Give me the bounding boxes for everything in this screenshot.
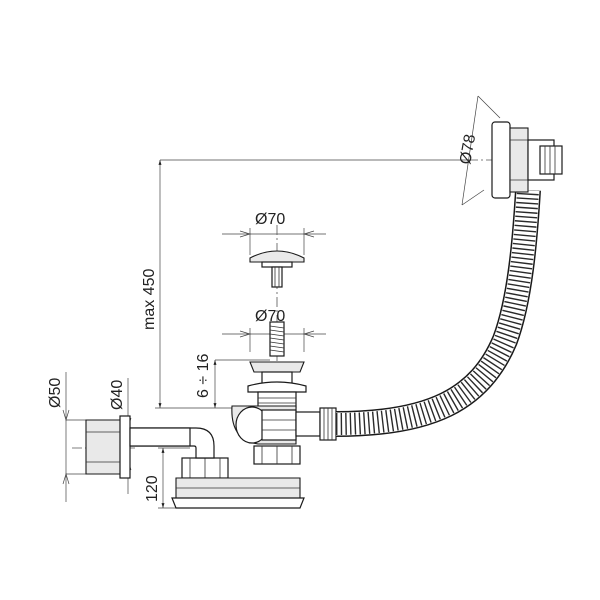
- strainer-arrow-left: [239, 330, 252, 338]
- plug-diameter-label: Ø70: [255, 211, 285, 228]
- overflow-ext-bottom: [461, 189, 485, 206]
- outlet-outer-label: Ø50: [47, 378, 64, 408]
- waste-body: [231, 405, 337, 445]
- overflow-ext-top: [477, 95, 501, 119]
- plug-head: [249, 250, 305, 288]
- strainer-diameter-label: Ø70: [255, 308, 285, 325]
- outlet-inner-label: Ø40: [109, 380, 126, 410]
- outlet-pipe: [85, 415, 215, 479]
- max-height-label: max 450: [141, 269, 158, 330]
- overflow-hose: [335, 189, 541, 437]
- overflow-head: [491, 121, 563, 199]
- strainer-arrow-right: [302, 330, 315, 338]
- trap-assembly: [171, 445, 305, 509]
- outlet-outer-arrow-bottom: [62, 472, 70, 485]
- plug-arrow-right: [302, 230, 315, 238]
- overflow-diameter-label: Ø78: [457, 133, 479, 166]
- overflow-dimension-line: [461, 95, 479, 206]
- plug-spring: [269, 321, 285, 357]
- plug-arrow-left: [239, 230, 252, 238]
- outlet-outer-arrow-top: [62, 409, 70, 422]
- trap-height-label: 120: [144, 475, 161, 502]
- adjust-range-label: 6 ÷ 16: [195, 354, 212, 398]
- strainer: [247, 361, 307, 409]
